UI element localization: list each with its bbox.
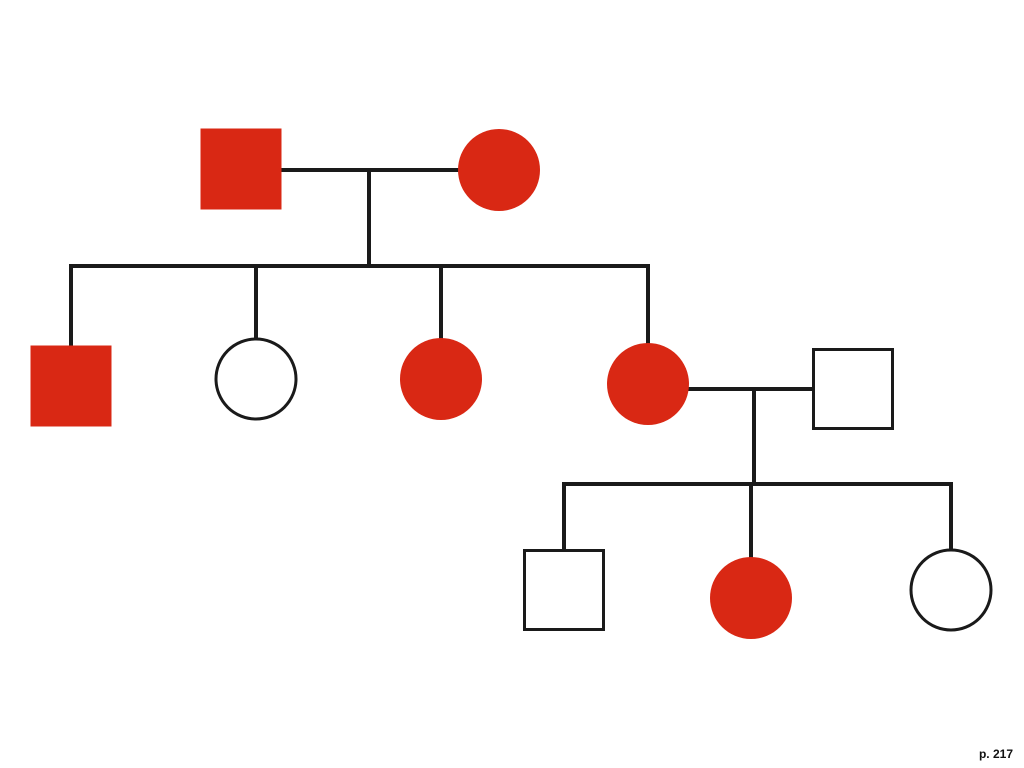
unaffected-female-symbol xyxy=(909,548,993,632)
affected-female-symbol xyxy=(400,338,482,420)
unaffected-female-symbol xyxy=(214,337,298,421)
pedigree-symbols xyxy=(30,128,993,639)
affected-female-symbol xyxy=(607,343,689,425)
affected-female-symbol xyxy=(458,129,540,211)
unaffected-male-symbol xyxy=(523,549,605,631)
affected-female-symbol xyxy=(710,557,792,639)
page-number: p. 217 xyxy=(978,747,1013,761)
pedigree-lines xyxy=(69,168,953,559)
affected-male-symbol xyxy=(30,345,112,427)
unaffected-male-symbol xyxy=(812,348,894,430)
affected-male-symbol xyxy=(200,128,282,210)
